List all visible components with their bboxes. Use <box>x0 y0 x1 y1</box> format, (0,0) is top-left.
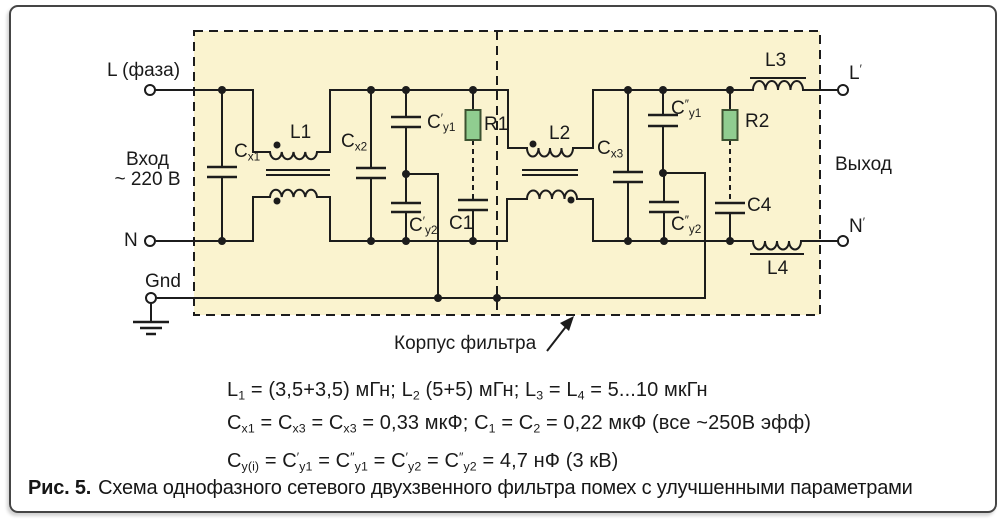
label-cx2: Cx2 <box>341 131 368 154</box>
formula-inductances: L1 = (3,5+3,5) мГн; L2 (5+5) мГн; L3 = L… <box>227 379 708 403</box>
capacitor-c4 <box>715 140 745 241</box>
terminal-l-in <box>144 84 156 96</box>
capacitor-c1 <box>458 140 488 241</box>
enclosure-pointer-arrow <box>546 316 574 352</box>
figure-caption: Рис. 5. Схема однофазного сетевого двухзв… <box>28 477 913 500</box>
label-input-word: Вход <box>126 149 169 170</box>
label-n-terminal: N <box>124 230 138 251</box>
label-filter-enclosure: Корпус фильтра <box>394 333 537 354</box>
formula-x-capacitors: Cx1 = Cx3 = Cx3 = 0,33 мкФ; C1 = C2 = 0,… <box>227 412 812 436</box>
filter-enclosure-box <box>193 30 821 316</box>
label-input-voltage-value: ~ 220 В <box>114 169 181 190</box>
label-c1: C1 <box>449 213 474 234</box>
label-cy2-prime: C′y2 <box>409 214 438 238</box>
choke-l2-polarity-dot-top <box>529 140 537 148</box>
terminals <box>144 84 849 304</box>
label-l-phase-terminal: L (фаза) <box>107 60 181 81</box>
terminal-l-out <box>837 84 849 96</box>
label-r2: R2 <box>745 111 770 132</box>
wiring <box>133 77 838 352</box>
line-rail-n <box>156 188 838 251</box>
capacitor-cy2-doubleprime <box>649 173 679 241</box>
label-l2: L2 <box>549 123 571 144</box>
label-cx3: Cx3 <box>597 138 624 161</box>
label-n-out-terminal: N′ <box>849 215 865 237</box>
label-cy1-prime: C′y1 <box>427 111 456 135</box>
line-rail-gnd <box>157 172 706 299</box>
earth-ground-symbol <box>133 303 169 336</box>
figure-caption-number: Рис. 5. <box>28 477 92 499</box>
terminal-gnd <box>145 292 157 304</box>
formula-y-capacitors: Cy(i) = C′y1 = C″y1 = C′y2 = C″y2 = 4,7 … <box>227 449 619 474</box>
label-output: Выход <box>835 154 892 175</box>
junction-dots <box>218 86 734 302</box>
label-gnd-terminal: Gnd <box>145 271 181 292</box>
resistor-r1 <box>464 90 482 141</box>
parameters-block: L1 = (3,5+3,5) мГн; L2 (5+5) мГн; L3 = L… <box>227 376 811 481</box>
label-input-voltage: Вход ~ 220 В <box>105 150 190 190</box>
figure-caption-text: Схема однофазного сетевого двухзвенного … <box>98 477 913 499</box>
figure-border <box>9 5 997 513</box>
terminal-n-in <box>144 235 156 247</box>
label-l-out-terminal: L′ <box>849 62 862 84</box>
label-c4: C4 <box>747 195 772 216</box>
choke-l1-polarity-dot-bottom <box>273 197 281 205</box>
capacitor-cx3 <box>613 90 643 241</box>
label-cx1: Cx1 <box>234 141 261 164</box>
label-l4: L4 <box>767 258 789 279</box>
choke-l2-polarity-dot-bottom <box>567 196 575 204</box>
choke-l2-core <box>522 169 578 176</box>
label-cy1-doubleprime: C″y1 <box>671 97 702 121</box>
label-l3: L3 <box>765 50 787 71</box>
choke-l1-polarity-dot-top <box>273 141 281 149</box>
capacitor-cy2-prime <box>391 174 421 241</box>
capacitor-cx1 <box>207 90 237 241</box>
capacitor-cy1-prime <box>391 90 421 174</box>
capacitor-cx2 <box>356 90 386 241</box>
label-cy2-doubleprime: C″y2 <box>671 213 702 237</box>
capacitor-cy1-doubleprime <box>648 90 678 173</box>
choke-l1-core <box>266 169 330 176</box>
label-l1: L1 <box>290 122 312 143</box>
terminal-n-out <box>837 235 849 247</box>
line-rail-l <box>155 80 838 161</box>
y-cap-mid-link-stage1 <box>406 173 439 298</box>
label-r1: R1 <box>484 114 509 135</box>
